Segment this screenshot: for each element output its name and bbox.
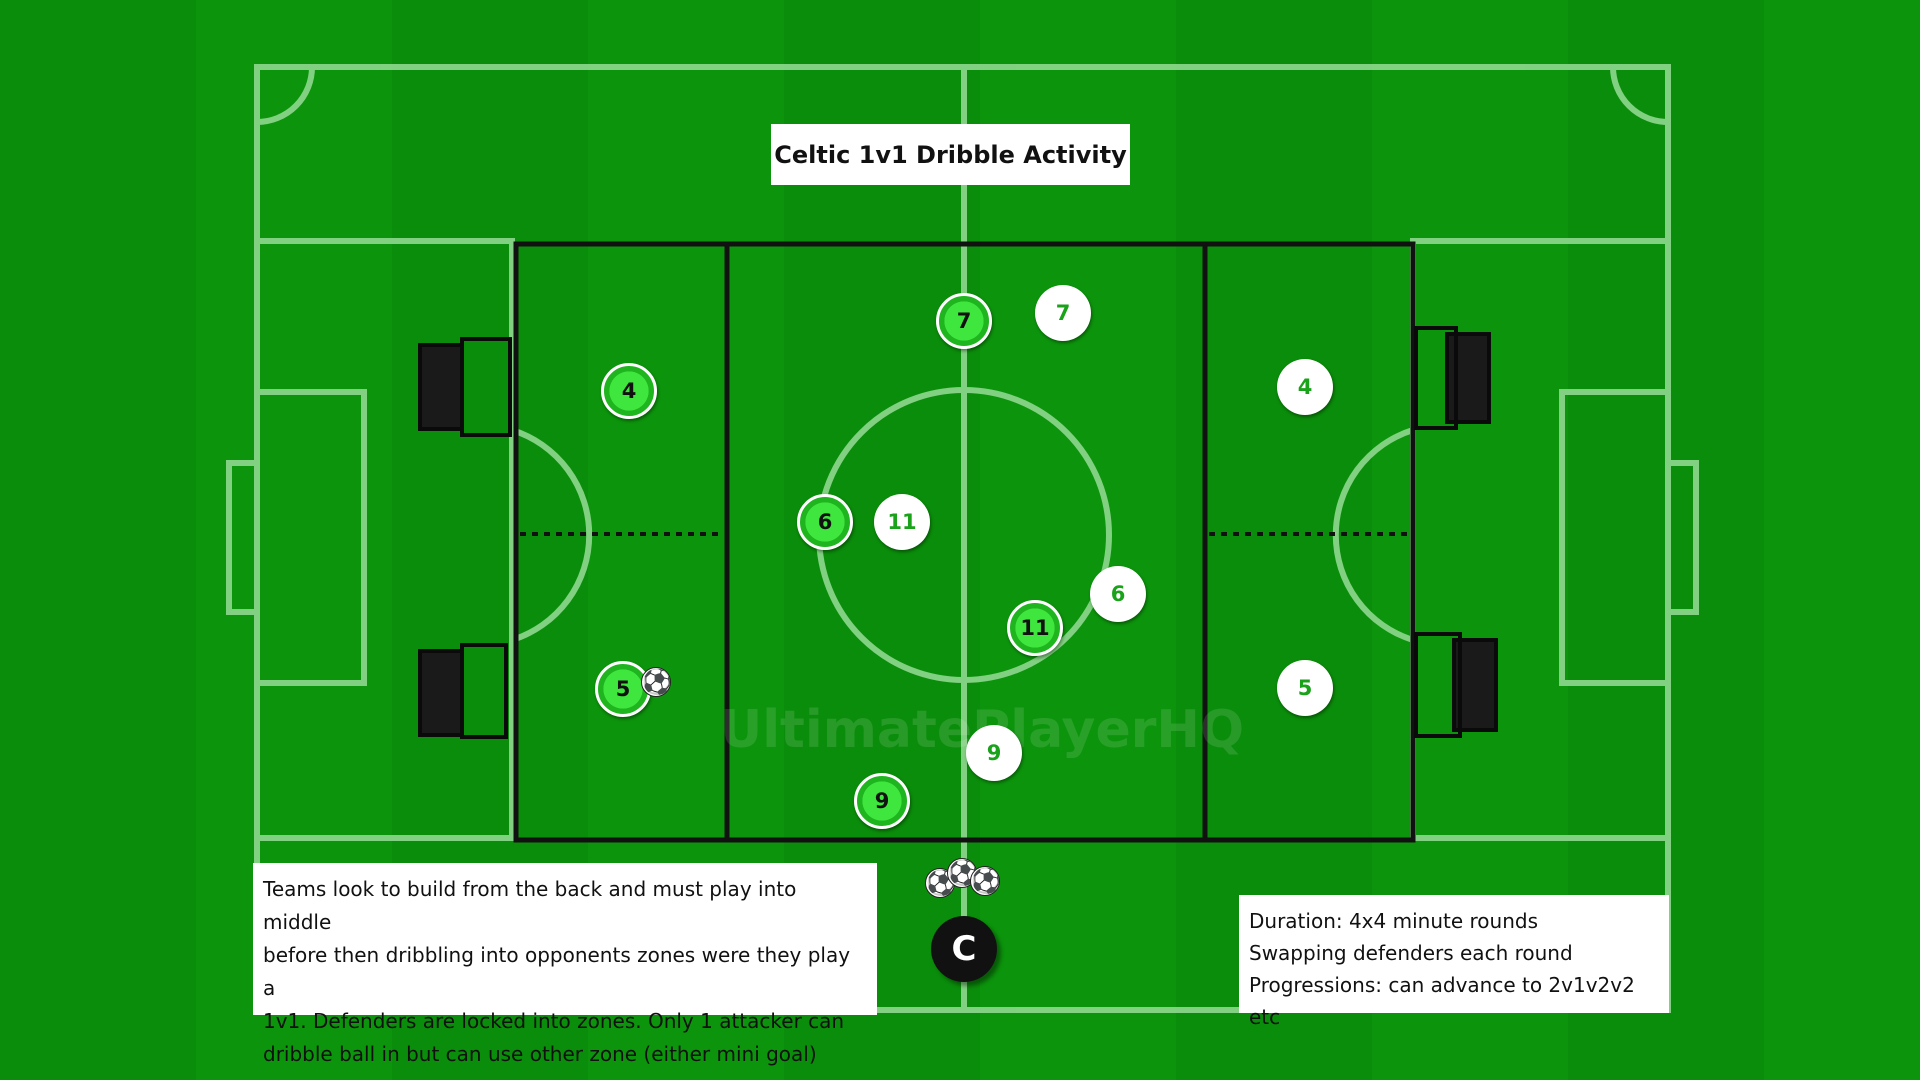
player-white-4: 4 [1277,359,1333,415]
mini-goal-icon [1414,326,1491,430]
mini-goals [418,326,1498,739]
player-green-7: 7 [936,293,992,349]
player-white-9: 9 [966,725,1022,781]
player-white-6: 6 [1090,566,1146,622]
description-line: Teams look to build from the back and mu… [263,877,797,934]
mini-goal-icon [1414,632,1498,738]
coach-marker: C [931,916,997,982]
player-white-5: 5 [1277,660,1333,716]
mini-goal-icon [418,337,512,437]
player-green-11: 11 [1007,600,1063,656]
details-box: Duration: 4x4 minute rounds Swapping def… [1239,895,1669,1029]
description-line: dribble ball in but can use other zone (… [263,1042,817,1066]
player-green-4: 4 [601,363,657,419]
player-green-6: 6 [797,494,853,550]
ball-icon: ⚽ [970,866,1000,896]
player-green-9: 9 [854,773,910,829]
page-title: Celtic 1v1 Dribble Activity [771,124,1130,185]
mini-goal-icon [418,643,508,739]
details-line: Swapping defenders each round [1249,941,1573,965]
description-line: before then dribbling into opponents zon… [263,943,851,1000]
player-white-7: 7 [1035,285,1091,341]
ball-icon: ⚽ [641,667,671,697]
description-line: 1v1. Defenders are locked into zones. On… [263,1009,845,1033]
details-line: Duration: 4x4 minute rounds [1249,909,1538,933]
details-line: Progressions: can advance to 2v1v2v2 etc [1249,973,1635,1029]
player-white-11: 11 [874,494,930,550]
description-box: Teams look to build from the back and mu… [253,863,877,1066]
